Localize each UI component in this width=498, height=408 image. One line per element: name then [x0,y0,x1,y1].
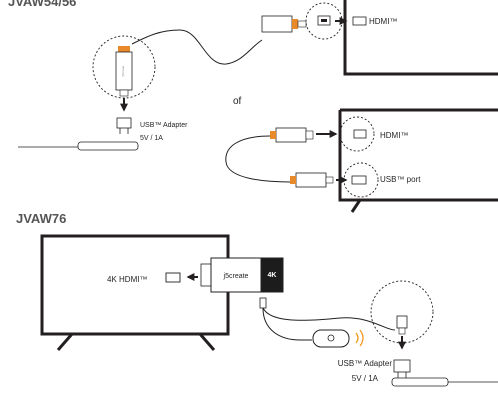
power-adapter-bottom [393,359,411,378]
label-hdmi-4k: 4K HDMI™ [107,275,147,284]
label-hdmi-top: HDMI™ [369,17,397,26]
label-usb-adapter-bottom: USB™ Adapter [338,359,393,368]
hdmi-plug-icon-top [317,15,331,26]
svg-text:j5create: j5create [121,65,125,77]
label-hdmi-mid: HDMI™ [380,131,408,140]
usb-plug-bottom [396,315,408,335]
tv-screen-bottom [40,234,230,351]
tv-screen-mid [338,108,498,213]
usb-port-icon [351,175,367,185]
remote-button-device [312,329,350,348]
transmitter-4k-stick: j5create 4K [200,257,284,293]
power-strip-bottom [391,377,498,387]
label-usb-port: USB™ port [380,175,421,184]
label-power-spec-bottom: 5V / 1A [352,374,379,383]
section-heading-bottom: JVAW76 [16,211,66,226]
wireless-waves-icon [355,329,364,347]
dongle-top-hdmi [131,15,307,65]
brand-logo: j5create [223,273,249,280]
badge-4k: 4K [268,272,277,279]
power-adapter-top [116,117,132,134]
dongle-mid [225,127,334,188]
section-heading-top: JVAW54/56 [8,0,76,9]
label-usb-adapter-top: USB™ Adapter [140,122,188,129]
hdmi-port-icon [353,129,367,139]
tv-screen-top [343,0,498,76]
cable-bottom [259,297,396,341]
power-strip-top [18,141,139,151]
label-power-spec-top: 5V / 1A [140,135,163,142]
usb-power-stick-top: j5create [115,46,133,97]
hdmi-port-icon [165,272,181,283]
remote-button-icon [327,334,335,342]
hdmi-port-icon [352,16,367,26]
label-or: of [233,96,242,107]
zoom-circle-mid-hdmi [339,116,375,152]
